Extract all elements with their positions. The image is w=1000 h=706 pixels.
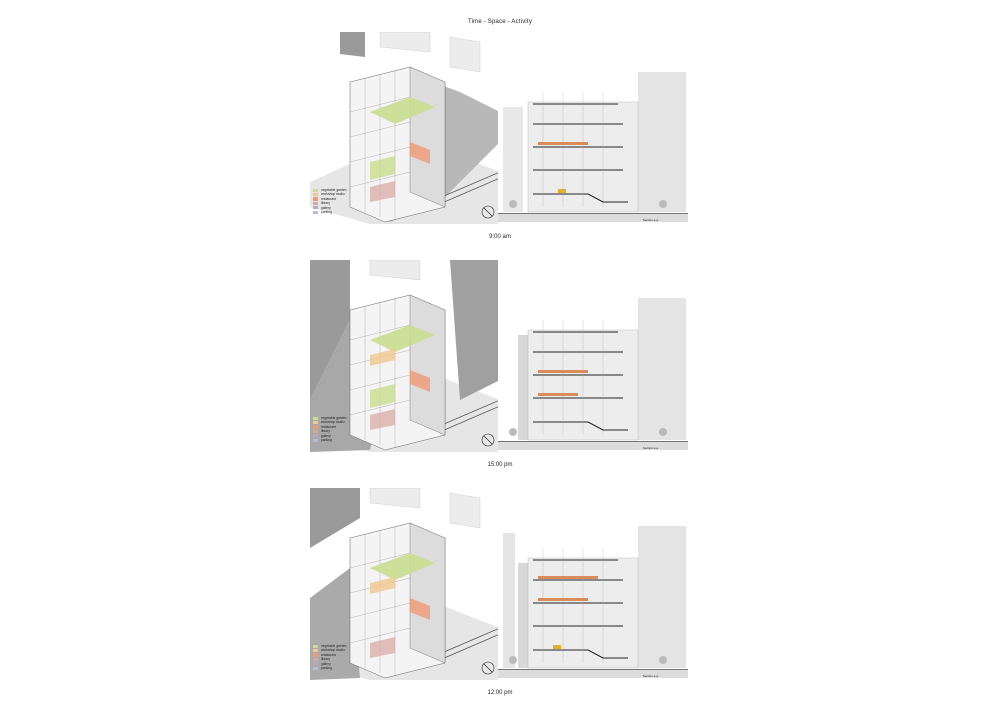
legend-item: parking bbox=[313, 210, 346, 214]
legend-item: workshop studio bbox=[313, 420, 346, 424]
legend-1: vegetable garden workshop studio restaur… bbox=[313, 188, 346, 214]
legend-swatch bbox=[313, 429, 318, 434]
legend-swatch bbox=[313, 438, 318, 442]
panel-row-3: vegetable garden workshop studio restaur… bbox=[310, 488, 688, 680]
time-label-1: 9:00 am bbox=[489, 234, 511, 240]
legend-item: gallery bbox=[313, 434, 346, 438]
legend-swatch bbox=[313, 648, 318, 653]
legend-item: vegetable garden bbox=[313, 644, 346, 648]
section-label: Section a-a bbox=[642, 218, 658, 222]
legend-item: workshop studio bbox=[313, 192, 346, 196]
legend-swatch bbox=[313, 210, 318, 214]
isometric-view-3: vegetable garden workshop studio restaur… bbox=[310, 488, 500, 680]
section-view-3: Section a-a bbox=[498, 488, 688, 680]
legend-swatch bbox=[313, 197, 318, 201]
legend-item: vegetable garden bbox=[313, 188, 346, 192]
time-label-2: 15:00 pm bbox=[487, 462, 513, 468]
legend-swatch bbox=[313, 416, 318, 420]
legend-swatch bbox=[313, 666, 318, 670]
legend-item: gallery bbox=[313, 662, 346, 666]
legend-item: restaurant bbox=[313, 653, 346, 657]
panel-row-2: vegetable garden workshop studio restaur… bbox=[310, 260, 688, 452]
legend-item: library bbox=[313, 201, 346, 205]
legend-swatch bbox=[313, 188, 318, 192]
section-label: Section a-a bbox=[642, 674, 658, 678]
legend-swatch bbox=[313, 420, 318, 425]
legend-item: parking bbox=[313, 438, 346, 442]
page-title: Time - Space - Activity bbox=[467, 19, 533, 25]
legend-swatch bbox=[313, 425, 318, 429]
legend-item: library bbox=[313, 657, 346, 661]
time-label-3: 12:00 pm bbox=[487, 690, 513, 696]
legend-2: vegetable garden workshop studio restaur… bbox=[313, 416, 346, 442]
legend-swatch bbox=[313, 644, 318, 648]
legend-swatch bbox=[313, 657, 318, 662]
legend-item: restaurant bbox=[313, 197, 346, 201]
legend-item: restaurant bbox=[313, 425, 346, 429]
legend-swatch bbox=[313, 653, 318, 657]
legend-item: library bbox=[313, 429, 346, 433]
section-view-2: Section a-a bbox=[498, 260, 688, 452]
legend-swatch bbox=[313, 662, 318, 666]
section-label: Section a-a bbox=[642, 446, 658, 450]
legend-item: vegetable garden bbox=[313, 416, 346, 420]
legend-swatch bbox=[313, 434, 318, 438]
isometric-view-1: vegetable garden workshop studio restaur… bbox=[310, 32, 500, 224]
legend-item: gallery bbox=[313, 206, 346, 210]
panel-row-1: vegetable garden workshop studio restaur… bbox=[310, 32, 688, 224]
legend-swatch bbox=[313, 192, 318, 197]
legend-item: parking bbox=[313, 666, 346, 670]
legend-3: vegetable garden workshop studio restaur… bbox=[313, 644, 346, 670]
isometric-view-2: vegetable garden workshop studio restaur… bbox=[310, 260, 500, 452]
legend-item: workshop studio bbox=[313, 648, 346, 652]
legend-swatch bbox=[313, 206, 318, 210]
section-view-1: Section a-a bbox=[498, 32, 688, 224]
legend-swatch bbox=[313, 201, 318, 206]
